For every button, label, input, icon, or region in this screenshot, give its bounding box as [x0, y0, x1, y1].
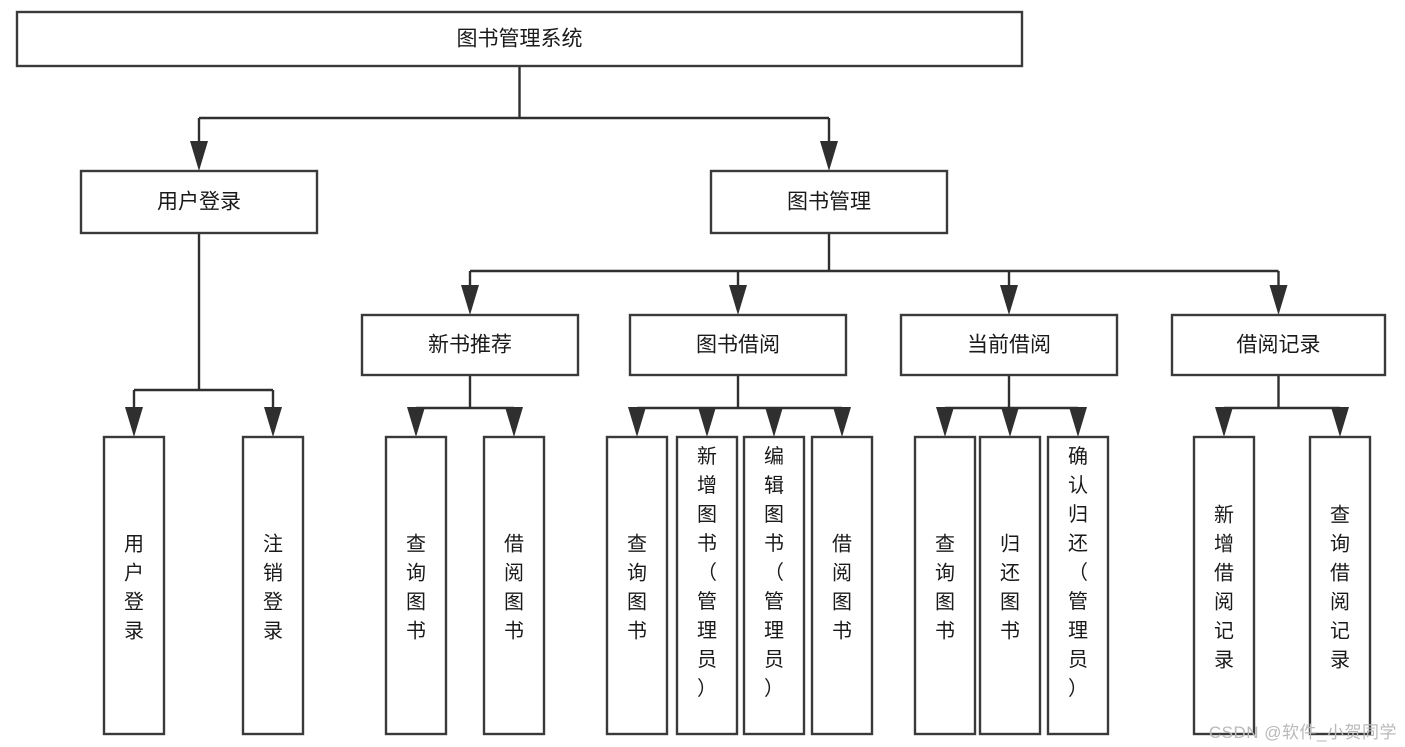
- node-leaf-borrow-book-2[interactable]: 借阅图书: [810, 435, 874, 736]
- arrow-head-icon: [1269, 285, 1288, 315]
- node-book-manage-frame: [709, 169, 949, 235]
- arrow-head-icon: [833, 407, 851, 437]
- node-leaf-borrow-book-2-frame: [810, 435, 874, 736]
- node-leaf-query-book-1[interactable]: 查询图书: [384, 435, 448, 736]
- node-leaf-edit-book-frame: [742, 435, 806, 736]
- node-new-book-recommend-label: 新书推荐: [428, 334, 512, 357]
- node-leaf-query-book-3-frame: [913, 435, 977, 736]
- arrow-head-icon: [1001, 407, 1019, 437]
- nodes-layer: 图书管理系统用户登录图书管理新书推荐图书借阅当前借阅借阅记录用户登录注销登录查询…: [15, 10, 1387, 736]
- node-leaf-user-login-frame: [102, 435, 166, 736]
- node-book-borrow-frame: [628, 313, 848, 377]
- node-leaf-user-logout-frame: [241, 435, 305, 736]
- edges-layer: [125, 66, 1349, 437]
- node-borrow-record[interactable]: 借阅记录: [1170, 313, 1387, 377]
- arrow-head-icon: [1331, 407, 1349, 437]
- node-book-manage-label: 图书管理: [787, 191, 871, 214]
- node-leaf-user-logout[interactable]: 注销登录: [241, 435, 305, 736]
- node-leaf-user-login[interactable]: 用户登录: [102, 435, 166, 736]
- arrow-head-icon: [765, 407, 783, 437]
- node-leaf-user-logout-label: 注销登录: [263, 533, 283, 643]
- arrow-head-icon: [461, 285, 479, 315]
- node-leaf-return-book-label: 归还图书: [1000, 533, 1020, 643]
- node-current-borrow-label: 当前借阅: [967, 334, 1051, 357]
- node-leaf-confirm-return-label: 确认归还（管理员）: [1068, 445, 1088, 700]
- arrow-head-icon: [628, 407, 646, 437]
- node-leaf-edit-book[interactable]: 编辑图书（管理员）: [742, 435, 806, 736]
- node-book-borrow[interactable]: 图书借阅: [628, 313, 848, 377]
- node-leaf-query-book-1-label: 查询图书: [406, 533, 426, 643]
- node-leaf-borrow-book-1[interactable]: 借阅图书: [482, 435, 546, 736]
- arrow-head-icon: [729, 285, 747, 315]
- node-leaf-add-book[interactable]: 新增图书（管理员）: [675, 435, 739, 736]
- node-user-login-frame: [79, 169, 319, 235]
- node-borrow-record-label: 借阅记录: [1237, 334, 1321, 357]
- node-leaf-query-book-3[interactable]: 查询图书: [913, 435, 977, 736]
- arrow-head-icon: [1069, 407, 1087, 437]
- node-leaf-confirm-return-frame: [1046, 435, 1110, 736]
- arrow-head-icon: [698, 407, 716, 437]
- arrow-head-icon: [264, 407, 282, 437]
- arrow-head-icon: [407, 407, 425, 437]
- node-current-borrow[interactable]: 当前借阅: [899, 313, 1119, 377]
- node-new-book-recommend[interactable]: 新书推荐: [360, 313, 580, 377]
- node-root-book-management-system-frame: [15, 10, 1024, 68]
- arrow-head-icon: [505, 407, 523, 437]
- node-leaf-add-record-label: 新增借阅记录: [1214, 504, 1234, 672]
- node-leaf-return-book[interactable]: 归还图书: [978, 435, 1042, 736]
- arrow-head-icon: [936, 407, 954, 437]
- arrow-head-icon: [125, 407, 143, 437]
- node-root-book-management-system-label: 图书管理系统: [457, 28, 583, 51]
- node-leaf-return-book-frame: [978, 435, 1042, 736]
- arrow-head-icon: [1000, 285, 1018, 315]
- node-leaf-add-book-frame: [675, 435, 739, 736]
- node-leaf-edit-book-label: 编辑图书（管理员）: [764, 445, 784, 700]
- node-current-borrow-frame: [899, 313, 1119, 377]
- arrow-head-icon: [1215, 407, 1233, 437]
- node-leaf-add-record[interactable]: 新增借阅记录: [1192, 435, 1256, 736]
- node-user-login-label: 用户登录: [157, 191, 241, 214]
- node-user-login[interactable]: 用户登录: [79, 169, 319, 235]
- node-leaf-confirm-return[interactable]: 确认归还（管理员）: [1046, 435, 1110, 736]
- node-leaf-query-book-2-frame: [605, 435, 669, 736]
- node-leaf-query-book-3-label: 查询图书: [935, 533, 955, 643]
- arrow-head-icon: [190, 141, 208, 171]
- node-leaf-borrow-book-1-label: 借阅图书: [504, 533, 524, 643]
- node-leaf-user-login-label: 用户登录: [124, 534, 144, 643]
- arrow-head-icon: [820, 141, 838, 171]
- node-book-manage[interactable]: 图书管理: [709, 169, 949, 235]
- node-new-book-recommend-frame: [360, 313, 580, 377]
- node-leaf-add-book-label: 新增图书（管理员）: [697, 445, 717, 700]
- node-leaf-borrow-book-1-frame: [482, 435, 546, 736]
- node-leaf-borrow-book-2-label: 借阅图书: [832, 533, 852, 643]
- node-leaf-query-book-1-frame: [384, 435, 448, 736]
- node-leaf-query-book-2-label: 查询图书: [627, 533, 647, 643]
- node-borrow-record-frame: [1170, 313, 1387, 377]
- node-leaf-query-record-label: 查询借阅记录: [1330, 504, 1350, 672]
- node-root-book-management-system[interactable]: 图书管理系统: [15, 10, 1024, 68]
- node-leaf-add-record-frame: [1192, 435, 1256, 736]
- node-leaf-query-record[interactable]: 查询借阅记录: [1308, 435, 1372, 736]
- node-leaf-query-record-frame: [1308, 435, 1372, 736]
- node-leaf-query-book-2[interactable]: 查询图书: [605, 435, 669, 736]
- node-book-borrow-label: 图书借阅: [696, 334, 780, 357]
